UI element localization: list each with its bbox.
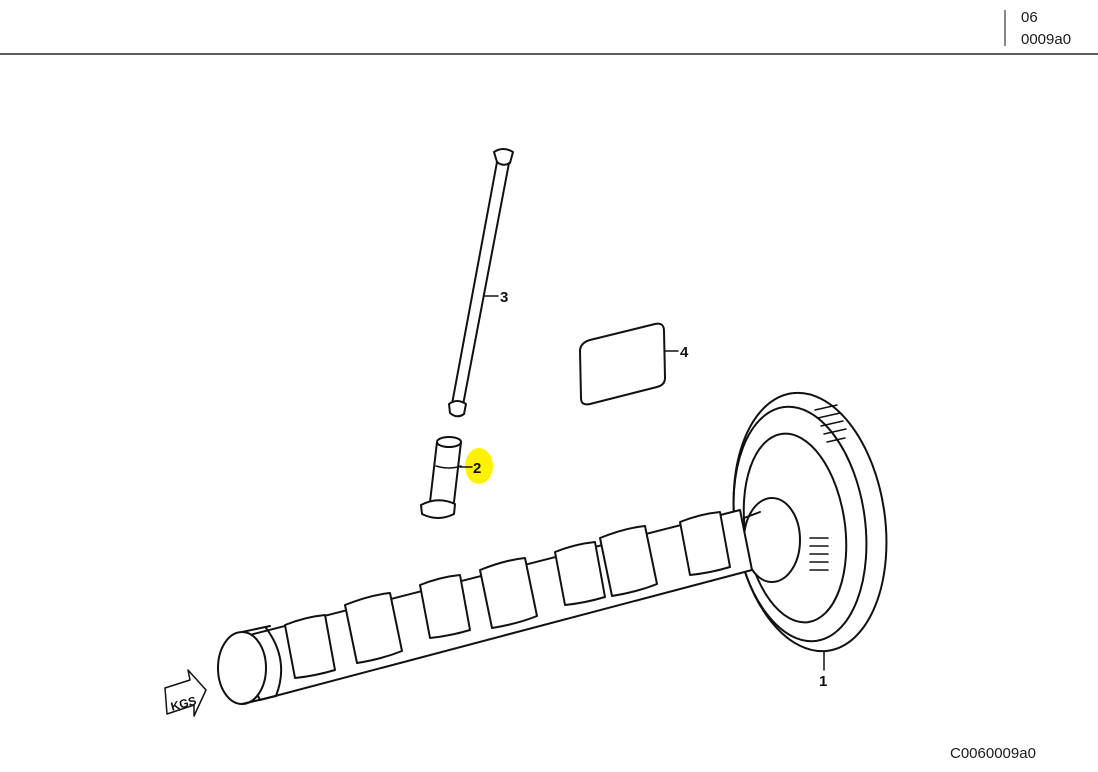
part-camshaft[interactable] [217, 383, 902, 705]
group-code: 06 [1021, 9, 1038, 26]
kgs-direction-arrow-icon: KGS [164, 669, 207, 717]
header-rule [0, 53, 1098, 55]
diagram-code: 0009a0 [1021, 31, 1072, 48]
header-divider [1004, 10, 1006, 46]
image-code: C0060009a0 [950, 745, 1036, 762]
callout-2[interactable]: 2 [473, 460, 481, 477]
highlight-marker [465, 448, 493, 484]
callout-1[interactable]: 1 [819, 673, 827, 690]
part-gasket[interactable] [579, 322, 666, 406]
part-tappet[interactable] [420, 436, 462, 519]
callout-3[interactable]: 3 [500, 289, 508, 306]
part-push-rod[interactable] [448, 148, 514, 418]
kgs-label: KGS [169, 694, 198, 714]
callout-4[interactable]: 4 [680, 344, 689, 361]
